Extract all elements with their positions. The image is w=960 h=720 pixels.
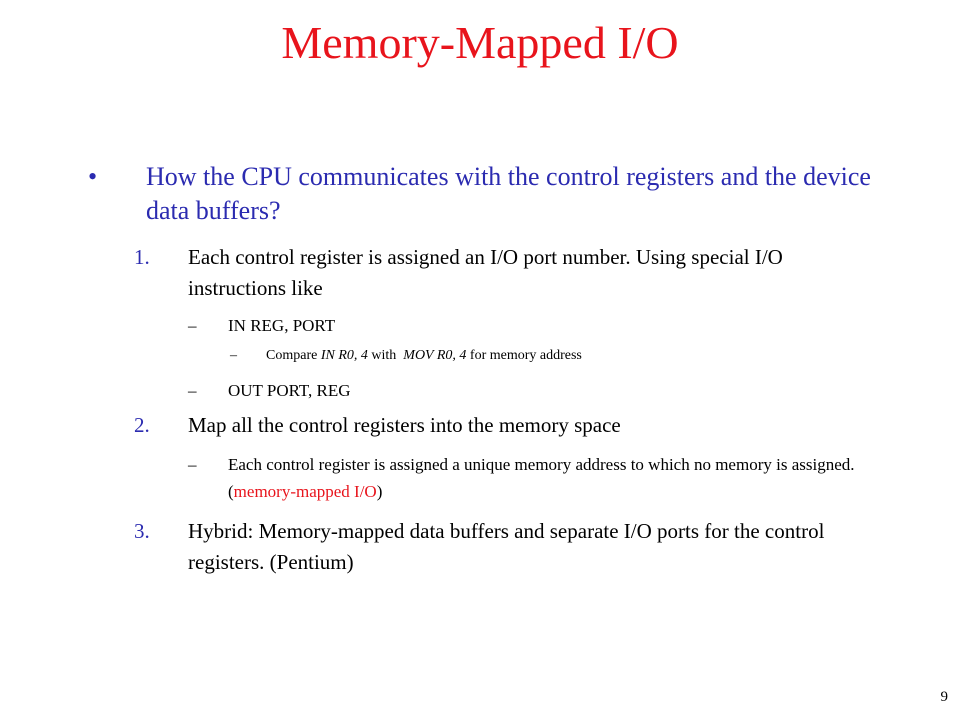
list-item-3: 3. Hybrid: Memory-mapped data buffers an… [134, 516, 864, 578]
sub-text-after: ) [376, 482, 383, 501]
compare-mov-instruction: MOV R0, 4 [403, 348, 467, 363]
sub-sub-item: – Compare IN R0, 4 with MOV R0, 4 for me… [230, 345, 850, 367]
sub-text-before: Each control register is assigned a uniq… [228, 455, 855, 501]
compare-prefix: Compare [266, 348, 321, 363]
dash-marker: – [188, 381, 197, 400]
slide-title: Memory-Mapped I/O [281, 17, 679, 68]
dash-marker: – [188, 455, 197, 474]
compare-text: Compare IN R0, 4 with MOV R0, 4 for memo… [266, 345, 850, 367]
item-number: 1. [134, 245, 150, 269]
item-number: 3. [134, 519, 150, 543]
sub-item: – IN REG, PORT [188, 312, 848, 339]
sub-item-text: Each control register is assigned a uniq… [228, 451, 888, 505]
item-text: Hybrid: Memory-mapped data buffers and s… [188, 519, 825, 574]
main-bullet: • How the CPU communicates with the cont… [88, 160, 888, 228]
item-number: 2. [134, 413, 150, 437]
compare-in-instruction: IN R0, 4 [320, 348, 368, 363]
dash-marker: – [188, 316, 197, 335]
sub-item: – Each control register is assigned a un… [188, 451, 888, 505]
list-item-2: 2. Map all the control registers into th… [134, 410, 854, 441]
sub-item-text: OUT PORT, REG [228, 381, 351, 400]
compare-with: with [367, 348, 404, 363]
dash-marker: – [230, 348, 237, 363]
list-item-1: 1. Each control register is assigned an … [134, 242, 854, 304]
sub-item: – OUT PORT, REG [188, 377, 848, 404]
memory-mapped-highlight: memory-mapped I/O [233, 482, 377, 501]
item-text: Map all the control registers into the m… [188, 413, 621, 437]
sub-item-text: IN REG, PORT [228, 316, 336, 335]
item-text: Each control register is assigned an I/O… [188, 245, 783, 300]
page-number: 9 [940, 689, 949, 705]
bullet-marker: • [88, 162, 98, 191]
compare-suffix: for memory address [466, 348, 582, 363]
main-bullet-text: How the CPU communicates with the contro… [146, 162, 871, 225]
